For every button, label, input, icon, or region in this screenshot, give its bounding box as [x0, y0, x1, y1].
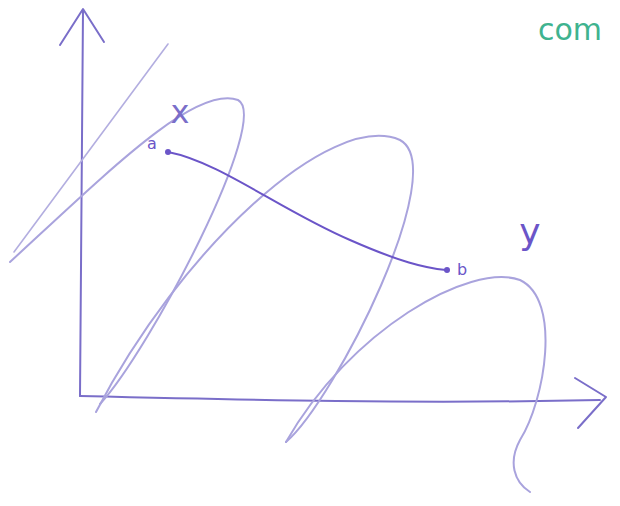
x-axis [80, 396, 600, 402]
point-label: b [455, 261, 469, 279]
wave-curve [96, 136, 413, 442]
axis-arrowhead [575, 378, 606, 428]
note-label: com [536, 14, 604, 46]
end-dot [444, 267, 450, 273]
wave-curve [286, 277, 546, 492]
end-dot [165, 149, 171, 155]
y-axis [80, 10, 83, 396]
point-label: a [145, 135, 159, 153]
curve-stroke [14, 44, 168, 252]
path-line [168, 152, 446, 270]
axis-arrowhead [60, 9, 104, 45]
axis-label: y [517, 213, 542, 251]
axis-label: x [169, 95, 192, 129]
